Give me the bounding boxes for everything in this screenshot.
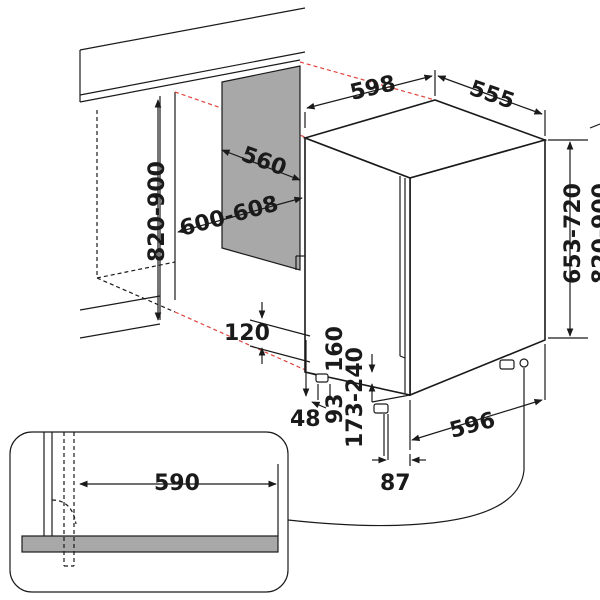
dishwasher-body (302, 99, 548, 403)
dim-160: 160 (323, 326, 348, 372)
dim-596: 596 (447, 408, 498, 444)
dim-820-900-right: 820-900 (589, 183, 600, 284)
feet (315, 358, 529, 414)
dim-87: 87 (380, 471, 411, 496)
dim-598: 598 (348, 71, 398, 106)
detail-callout: 590 (9, 368, 525, 593)
dim-653-720: 653-720 (561, 183, 586, 284)
dim-48: 48 (290, 407, 321, 432)
dim-555: 555 (466, 76, 518, 115)
dim-173-240: 173-240 (343, 347, 368, 448)
dim-93: 93 (323, 393, 348, 424)
dim-120: 120 (224, 321, 270, 346)
dim-590: 590 (154, 471, 200, 496)
dim-820-900: 820-900 (145, 161, 170, 262)
worktop-plate (21, 535, 279, 553)
